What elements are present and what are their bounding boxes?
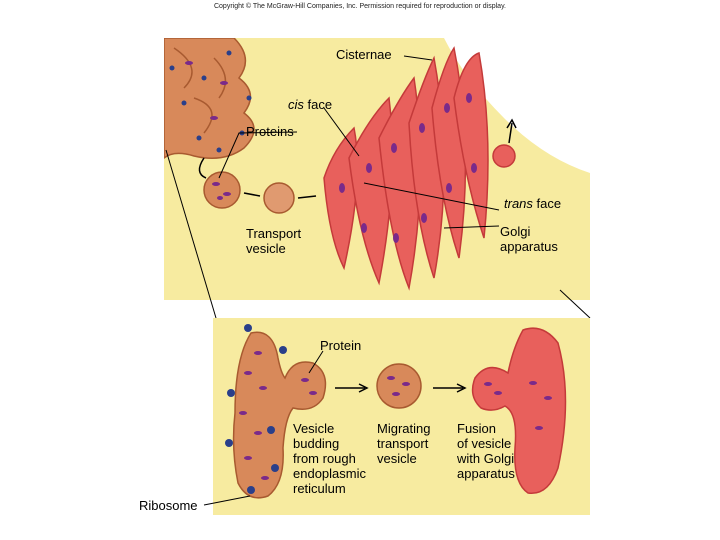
- label-cisternae: Cisternae: [336, 47, 392, 62]
- label-proteins: Proteins: [246, 124, 294, 139]
- label-protein: Protein: [320, 338, 362, 353]
- label-vesicle-budding: Vesicle budding from rough endoplasmic r…: [293, 421, 366, 496]
- label-ribosome: Ribosome: [139, 498, 198, 513]
- label-fusion: Fusion of vesicle with Golgi apparatus: [457, 421, 515, 481]
- trans-italic: trans: [504, 196, 533, 211]
- golgi-overview-panel: Cisternae cis face Proteins trans face T…: [164, 38, 590, 300]
- label-trans-face: trans face: [504, 196, 561, 211]
- vesicle-transport-illustration: [213, 318, 590, 515]
- label-migrating-vesicle: Migrating transport vesicle: [377, 421, 431, 466]
- label-cis-face: cis face: [288, 97, 332, 112]
- label-transport-vesicle: Transport vesicle: [246, 226, 302, 256]
- golgi-overview-illustration: [164, 38, 590, 300]
- trans-face-text: face: [532, 196, 562, 211]
- cis-face-text: face: [303, 97, 333, 112]
- cis-italic: cis: [288, 97, 304, 112]
- copyright-notice: Copyright © The McGraw-Hill Companies, I…: [213, 3, 506, 10]
- vesicle-transport-panel: Protein Vesicle budding from rough endop…: [213, 318, 590, 515]
- label-golgi-apparatus: Golgi apparatus: [500, 224, 558, 254]
